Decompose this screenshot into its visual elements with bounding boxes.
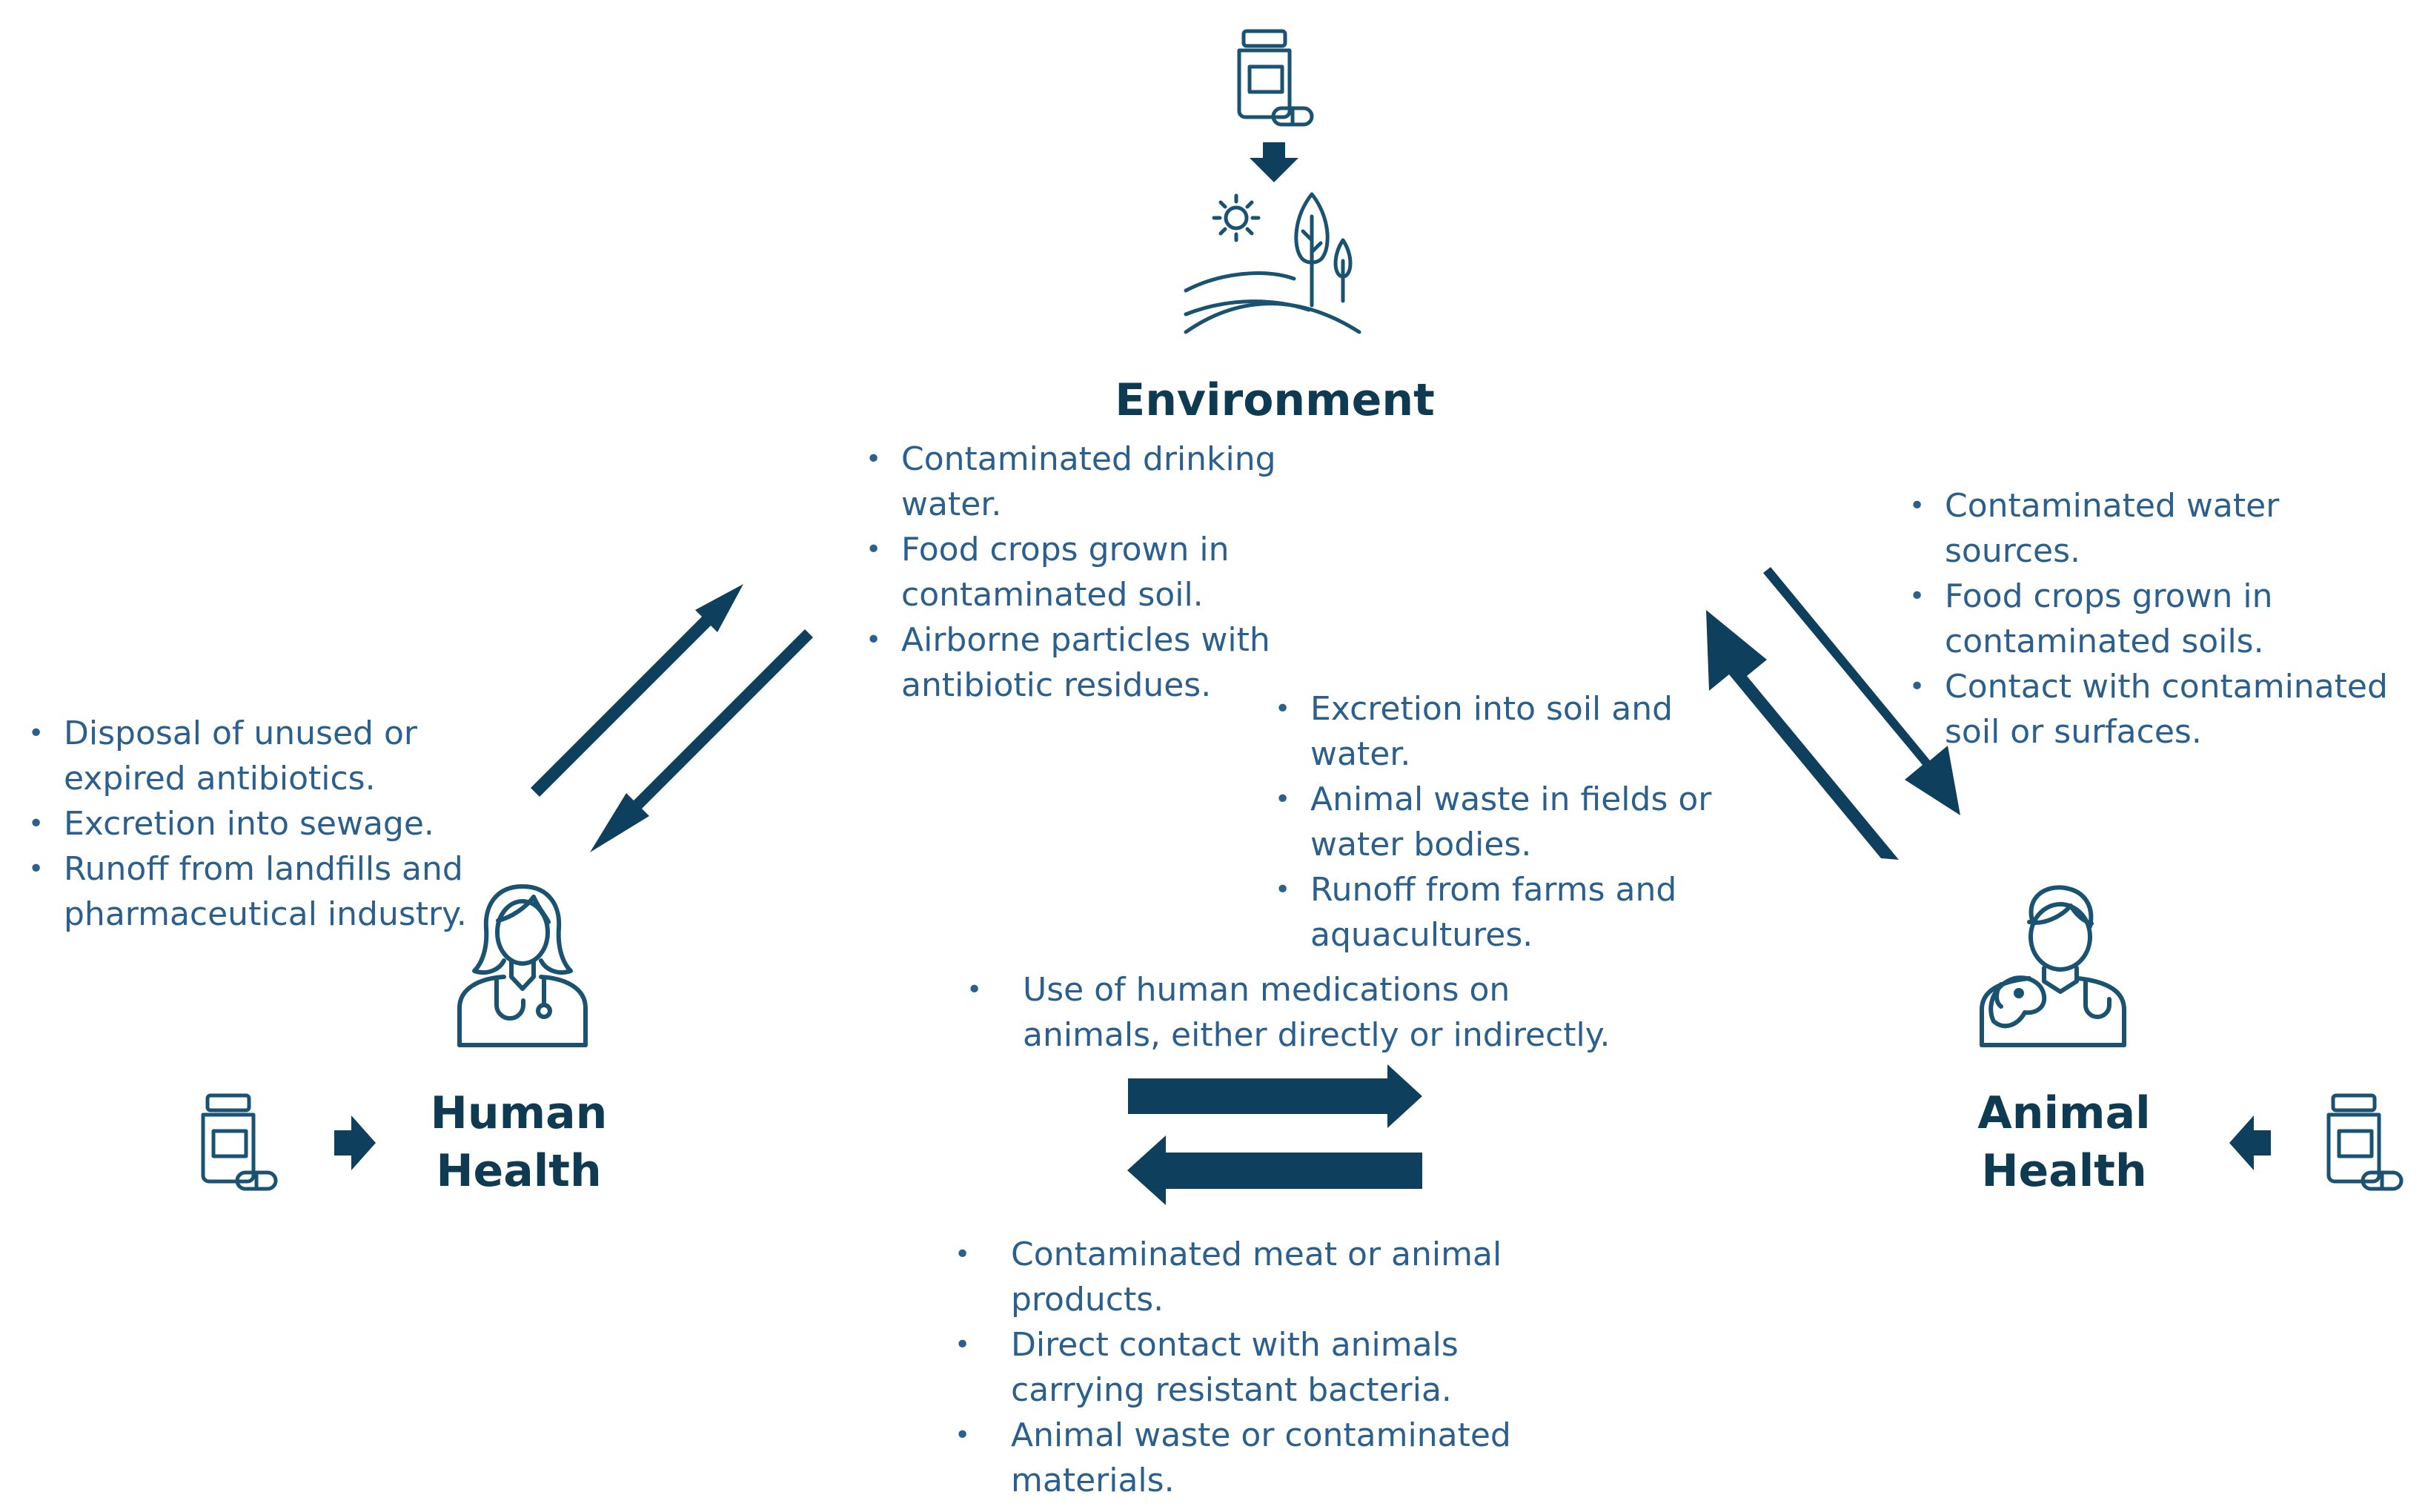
landscape-icon [1184,192,1361,334]
arrow-environment-to-animal [1763,567,1960,815]
list-item: Animal waste or contaminated materials. [952,1413,1559,1503]
doctor-female-icon [457,884,588,1047]
veterinarian-icon [1980,885,2126,1047]
list-item: Use of human medications on animals, eit… [963,967,1631,1058]
node-title-line: Health [436,1145,602,1197]
list-environment-to-animal: Contaminated water sources. Food crops g… [1909,483,2421,755]
list-animal-to-human: Contaminated meat or animal products. Di… [952,1232,1559,1503]
list-item: Runoff from farms and aquacultures. [1275,867,1719,958]
medicine-bottle-icon [1237,29,1314,127]
arrow-human-to-animal [1128,1064,1422,1128]
medicine-bottle-icon [2326,1093,2404,1191]
arrow-medicine-to-human [334,1115,376,1170]
node-title-human-health: Human Health [385,1084,652,1200]
arrow-environment-to-human [590,629,813,852]
arrow-animal-to-human [1127,1135,1422,1205]
list-item: Direct contact with animals carrying res… [952,1322,1559,1413]
sun-icon [1212,193,1261,242]
medicine-bottle-icon [201,1093,278,1191]
arrow-animal-to-environment [1706,610,1899,860]
list-item: Food crops grown in contaminated soil. [866,527,1296,617]
list-item: Animal waste in fields or water bodies. [1275,777,1719,867]
list-item: Excretion into sewage. [28,801,482,846]
list-animal-to-environment: Excretion into soil and water. Animal wa… [1275,686,1719,958]
node-title-line: Animal [1977,1087,2151,1139]
list-item: Contact with contaminated soil or surfac… [1909,664,2421,755]
list-human-to-animal: Use of human medications on animals, eit… [963,967,1631,1058]
list-item: Runoff from landfills and pharmaceutical… [28,846,482,937]
list-item: Excretion into soil and water. [1275,686,1719,777]
list-item: Airborne particles with antibiotic resid… [866,617,1296,708]
node-title-line: Health [1981,1145,2147,1197]
list-environment-to-human: Contaminated drinking water. Food crops … [866,437,1296,708]
node-title-animal-health: Animal Health [1927,1084,2201,1200]
list-item: Contaminated water sources. [1909,483,2421,574]
node-title-environment: Environment [1115,374,1435,426]
arrow-human-to-environment [531,584,743,797]
arrow-medicine-to-animal [2229,1115,2271,1170]
list-item: Contaminated meat or animal products. [952,1232,1559,1322]
list-item: Contaminated drinking water. [866,437,1296,527]
list-human-to-environment: Disposal of unused or expired antibiotic… [28,711,482,937]
list-item: Disposal of unused or expired antibiotic… [28,711,482,801]
list-item: Food crops grown in contaminated soils. [1909,574,2421,664]
arrow-medicine-to-environment [1250,142,1298,182]
node-title-line: Human [430,1087,608,1139]
